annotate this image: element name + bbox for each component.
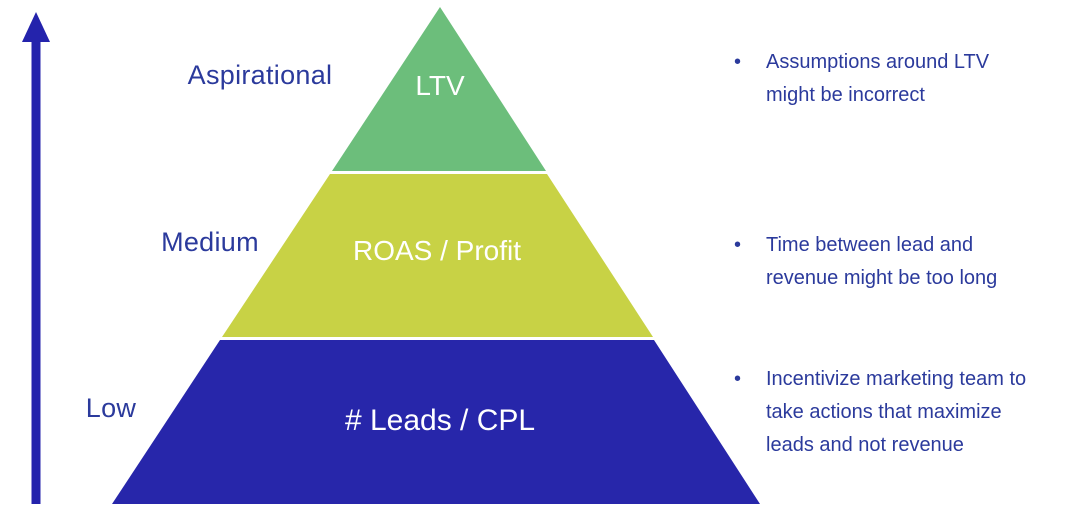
tier-shape-aspirational [332,7,546,171]
note-item-medium: • Time between lead and revenue might be… [730,229,1086,295]
segment-label-roas-profit: ROAS / Profit [352,235,522,266]
tier-shape-medium [222,174,653,337]
note-line: take actions that maximize [766,401,1002,423]
note-item-aspirational: • Assumptions around LTV might be incorr… [730,46,1086,112]
note-line: Incentivize marketing team to [766,368,1027,390]
up-arrow-head [22,12,50,42]
level-label-aspirational: Aspirational [187,60,333,90]
note-line: Time between lead and [766,234,974,256]
segment-label-leads-cpl: # Leads / CPL [344,404,536,437]
bullet-icon: • [734,368,742,390]
level-label-low: Low [85,393,137,423]
bullet-icon: • [734,234,742,256]
note-text: Incentivize marketing team to take actio… [766,363,1086,462]
up-arrow-icon [22,12,50,504]
note-line: leads and not revenue [766,434,964,456]
level-label-medium: Medium [161,227,259,257]
note-line: might be incorrect [766,84,925,106]
segment-label-ltv: LTV [415,70,465,101]
bullet-icon: • [734,51,742,73]
note-item-low: • Incentivize marketing team to take act… [730,363,1086,462]
note-line: Assumptions around LTV [766,51,990,73]
tier-shape-low [112,340,760,504]
note-line: revenue might be too long [766,267,998,289]
note-text: Assumptions around LTV might be incorrec… [766,46,1086,112]
note-text: Time between lead and revenue might be t… [766,229,1086,295]
